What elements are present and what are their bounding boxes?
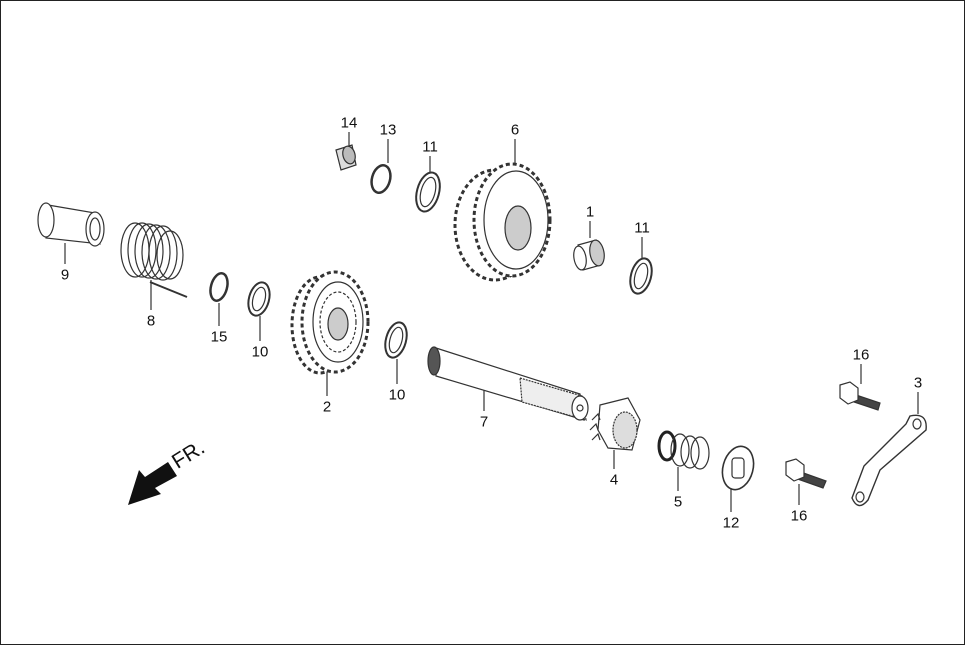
callout-11-top: 11 (422, 138, 438, 156)
part-5-spring (657, 430, 710, 470)
callout-14: 14 (340, 114, 358, 132)
callout-6: 6 (510, 121, 520, 139)
part-6-large-gear (453, 162, 552, 282)
callout-4: 4 (609, 471, 619, 489)
callout-7: 7 (479, 413, 489, 431)
callout-9: 9 (60, 266, 70, 284)
callout-10-left: 10 (251, 343, 269, 361)
part-16-bolt-bottom (785, 458, 827, 489)
part-11-washer-right (629, 257, 653, 295)
part-13-circlip (370, 164, 392, 194)
front-arrow-icon (128, 462, 177, 505)
part-12-washer (721, 445, 755, 491)
part-16-bolt-top (839, 381, 881, 411)
part-11-washer-top (415, 171, 441, 213)
part-15-circlip (209, 272, 229, 302)
part-1-bushing (573, 239, 605, 271)
callout-16-top: 16 (852, 346, 870, 364)
part-10-washer-mid (384, 321, 408, 359)
callout-3: 3 (913, 374, 923, 392)
part-7-shaft (427, 346, 589, 421)
callout-11-right: 11 (634, 219, 650, 237)
callout-13: 13 (379, 121, 397, 139)
part-9-collar (37, 202, 105, 247)
part-8-spring (120, 222, 188, 298)
part-4-ratchet (589, 397, 641, 451)
part-2-gear (290, 270, 370, 375)
part-3-plate (851, 414, 927, 507)
callout-10-mid: 10 (388, 386, 406, 404)
callout-2: 2 (322, 398, 332, 416)
callout-15: 15 (210, 328, 228, 346)
part-14-needle-bearing (335, 144, 357, 171)
callout-8: 8 (146, 312, 156, 330)
callout-16-bottom: 16 (790, 507, 808, 525)
part-10-washer-left (247, 281, 271, 317)
callout-5: 5 (673, 493, 683, 511)
callout-12: 12 (722, 514, 740, 532)
callout-1: 1 (585, 203, 595, 221)
